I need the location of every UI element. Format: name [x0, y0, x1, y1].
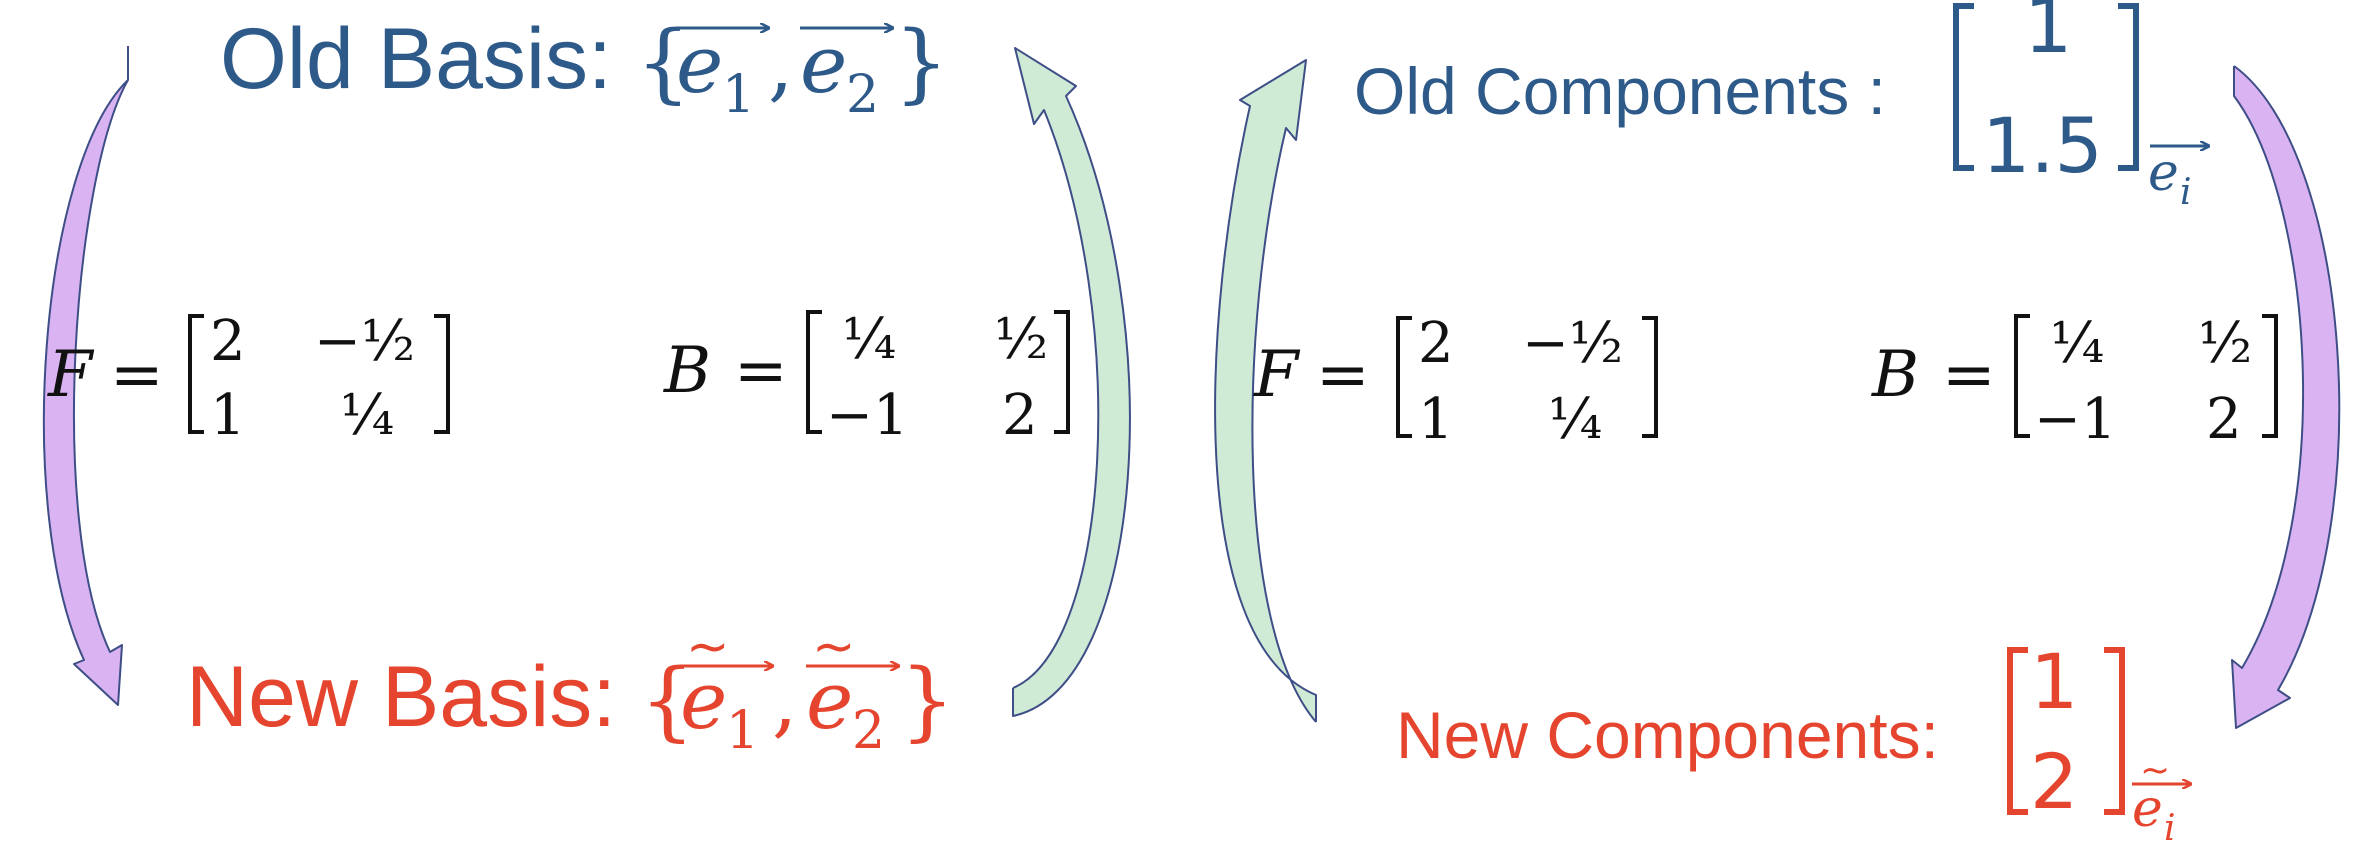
matrix-b-name: B	[663, 334, 711, 408]
new-components-basis-base: e	[2132, 779, 2163, 839]
matrix-b-cell-01: ½	[994, 307, 1048, 372]
matrix-bracket-right	[2262, 314, 2278, 438]
right-matrix-f: F = 2 −½ 1 ¼	[1253, 311, 1658, 452]
vector-bracket-right	[2104, 647, 2125, 815]
vector-bracket-left	[1953, 3, 1974, 171]
matrix-f-equals: =	[110, 338, 164, 412]
old-basis-e1-base: e	[676, 18, 723, 111]
matrix-bracket-left	[1396, 316, 1412, 438]
matrix-f-cell-11: ¼	[1548, 387, 1602, 452]
matrix-f-cell-00: 2	[210, 309, 246, 374]
matrix-b-equals: =	[1942, 338, 1996, 412]
matrix-f-cell-10: 1	[210, 383, 246, 448]
matrix-bracket-left	[2014, 314, 2030, 438]
new-basis-e1-sub: 1	[726, 701, 759, 761]
new-basis-open-brace: {	[640, 651, 695, 751]
matrix-f-cell-10: 1	[1418, 387, 1454, 452]
new-basis-close-brace: }	[900, 651, 955, 751]
new-components-label: New Components:	[1396, 698, 1939, 772]
old-basis-e2-sub: 2	[846, 65, 879, 125]
left-matrix-b: B = ¼ ½ −1 2	[663, 307, 1070, 448]
vector-bracket-right	[2118, 3, 2139, 171]
arrow-old-to-new-components	[2231, 65, 2341, 729]
matrix-f-cell-00: 2	[1418, 311, 1454, 376]
vector-bracket-left	[2007, 647, 2028, 815]
old-component-1: 1	[2024, 0, 2072, 70]
matrix-b-name: B	[1871, 338, 1919, 412]
new-basis-e2-sub: 2	[852, 701, 885, 761]
old-basis-e2-base: e	[800, 18, 847, 111]
matrix-bracket-right	[1642, 316, 1658, 438]
old-basis-label: Old Basis:	[220, 11, 612, 107]
matrix-b-cell-10: −1	[2034, 387, 2117, 452]
new-components-heading: New Components: 1 2 ~ e i	[1396, 637, 2190, 849]
arrow-new-to-old-basis	[1012, 47, 1131, 717]
old-basis-open-brace: {	[636, 13, 691, 113]
new-components-basis-sub: i	[2164, 808, 2176, 849]
old-components-label: Old Components :	[1354, 54, 1886, 128]
old-basis-close-brace: }	[894, 13, 949, 113]
matrix-bracket-left	[188, 314, 204, 434]
old-components-heading: Old Components : 1 1.5 e i	[1354, 0, 2208, 213]
arrow-old-to-new-basis	[42, 46, 129, 706]
old-component-2: 1.5	[1982, 101, 2103, 190]
matrix-b-equals: =	[734, 334, 788, 408]
right-matrix-b: B = ¼ ½ −1 2	[1871, 311, 2278, 452]
left-matrix-f: F = 2 −½ 1 ¼	[47, 309, 450, 448]
new-component-1: 1	[2030, 637, 2078, 726]
matrix-f-cell-01: −½	[1522, 311, 1623, 376]
matrix-f-cell-01: −½	[314, 309, 415, 374]
matrix-f-name: F	[1253, 338, 1301, 412]
matrix-f-equals: =	[1316, 338, 1370, 412]
old-basis-e1-sub: 1	[722, 65, 755, 125]
matrix-bracket-right	[434, 314, 450, 434]
matrix-b-cell-00: ¼	[842, 307, 896, 372]
old-basis-heading: Old Basis: { e 1 , e 2 }	[220, 11, 949, 125]
new-basis-label: New Basis:	[186, 649, 616, 745]
new-basis-comma: ,	[772, 654, 797, 747]
old-components-basis-sub: i	[2180, 172, 2192, 213]
matrix-b-cell-01: ½	[2198, 311, 2252, 376]
old-basis-comma: ,	[768, 18, 793, 111]
old-components-basis-base: e	[2148, 143, 2179, 203]
matrix-b-cell-10: −1	[826, 383, 909, 448]
matrix-f-name: F	[47, 338, 95, 412]
arrow-new-to-old-components	[1214, 59, 1317, 723]
matrix-b-cell-11: 2	[1002, 383, 1038, 448]
new-basis-e1-base: e	[680, 654, 727, 747]
matrix-b-cell-00: ¼	[2050, 311, 2104, 376]
new-component-2: 2	[2030, 737, 2078, 826]
matrix-bracket-left	[806, 310, 822, 434]
matrix-bracket-right	[1054, 310, 1070, 434]
new-basis-e2-base: e	[806, 654, 853, 747]
new-basis-heading: New Basis: { ~ e 1 , ~ e 2 }	[186, 617, 955, 761]
matrix-f-cell-11: ¼	[340, 383, 394, 448]
matrix-b-cell-11: 2	[2206, 387, 2242, 452]
